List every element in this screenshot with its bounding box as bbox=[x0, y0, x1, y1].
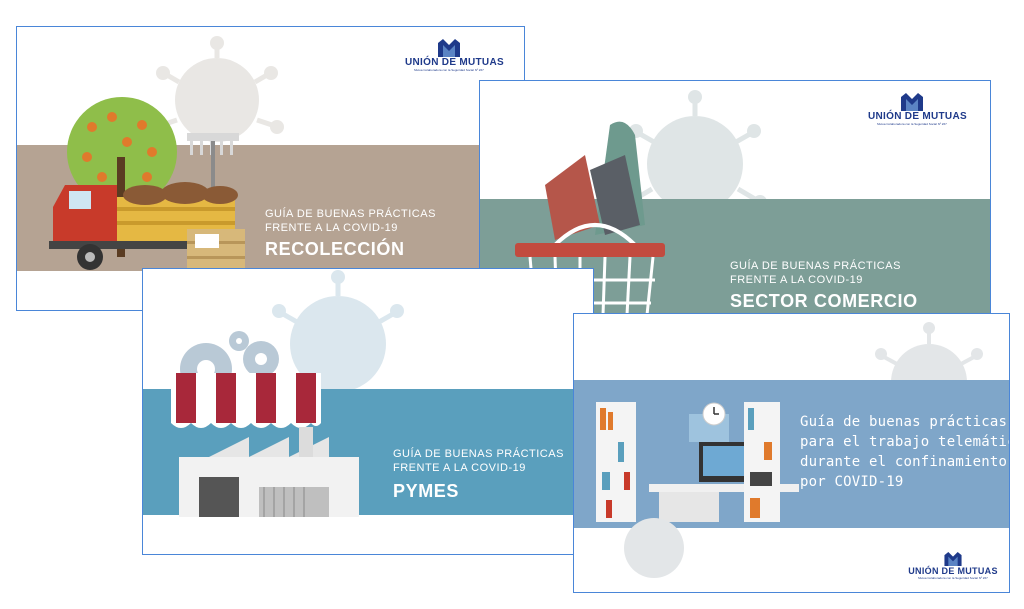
brand-tagline: Mutua Colaboradora con la Seguridad Soci… bbox=[918, 576, 988, 580]
awning-icon bbox=[171, 373, 321, 428]
virus-icon bbox=[624, 518, 684, 578]
virus-icon bbox=[150, 36, 284, 142]
card-heading: GUÍA DE BUENAS PRÁCTICAS FRENTE A LA COV… bbox=[265, 208, 436, 234]
brand-logo: UNIÓN DE MUTUAS Mutua Colaboradora con l… bbox=[405, 39, 504, 72]
clock-icon bbox=[702, 402, 726, 426]
guide-card-pymes[interactable]: GUÍA DE BUENAS PRÁCTICAS FRENTE A LA COV… bbox=[142, 268, 594, 555]
crate-icon bbox=[187, 229, 245, 271]
guide-card-recoleccion[interactable]: UNIÓN DE MUTUAS Mutua Colaboradora con l… bbox=[16, 26, 525, 311]
brand-name: UNIÓN DE MUTUAS bbox=[908, 566, 998, 576]
card-title: PYMES bbox=[393, 481, 460, 501]
brand-tagline: Mutua Colaboradora con la Seguridad Soci… bbox=[414, 68, 484, 72]
factory-icon bbox=[179, 427, 359, 517]
bookshelf-icon bbox=[596, 402, 636, 522]
card-heading: Guía de buenas prácticas para el trabajo… bbox=[800, 414, 1009, 490]
brand-name: UNIÓN DE MUTUAS bbox=[868, 111, 967, 122]
title-band bbox=[574, 380, 1009, 528]
guide-card-telematico[interactable]: Guía de buenas prácticas para el trabajo… bbox=[573, 313, 1010, 593]
brand-name: UNIÓN DE MUTUAS bbox=[405, 57, 504, 68]
brand-mark-icon bbox=[438, 39, 460, 57]
brand-tagline: Mutua Colaboradora con la Seguridad Soci… bbox=[877, 122, 947, 126]
card-title: SECTOR COMERCIO bbox=[730, 291, 918, 311]
card-title: RECOLECCIÓN bbox=[265, 239, 405, 259]
bookshelf-icon bbox=[744, 402, 780, 522]
brand-logo: UNIÓN DE MUTUAS Mutua Colaboradora con l… bbox=[868, 93, 967, 126]
brand-mark-icon bbox=[901, 93, 923, 111]
brand-logo: UNIÓN DE MUTUAS Mutua Colaboradora con l… bbox=[908, 552, 998, 580]
brand-mark-icon bbox=[944, 552, 962, 566]
truck-icon bbox=[49, 182, 239, 270]
card-heading: GUÍA DE BUENAS PRÁCTICAS FRENTE A LA COV… bbox=[730, 260, 901, 286]
virus-icon bbox=[272, 270, 404, 392]
card-heading: GUÍA DE BUENAS PRÁCTICAS FRENTE A LA COV… bbox=[393, 448, 564, 474]
